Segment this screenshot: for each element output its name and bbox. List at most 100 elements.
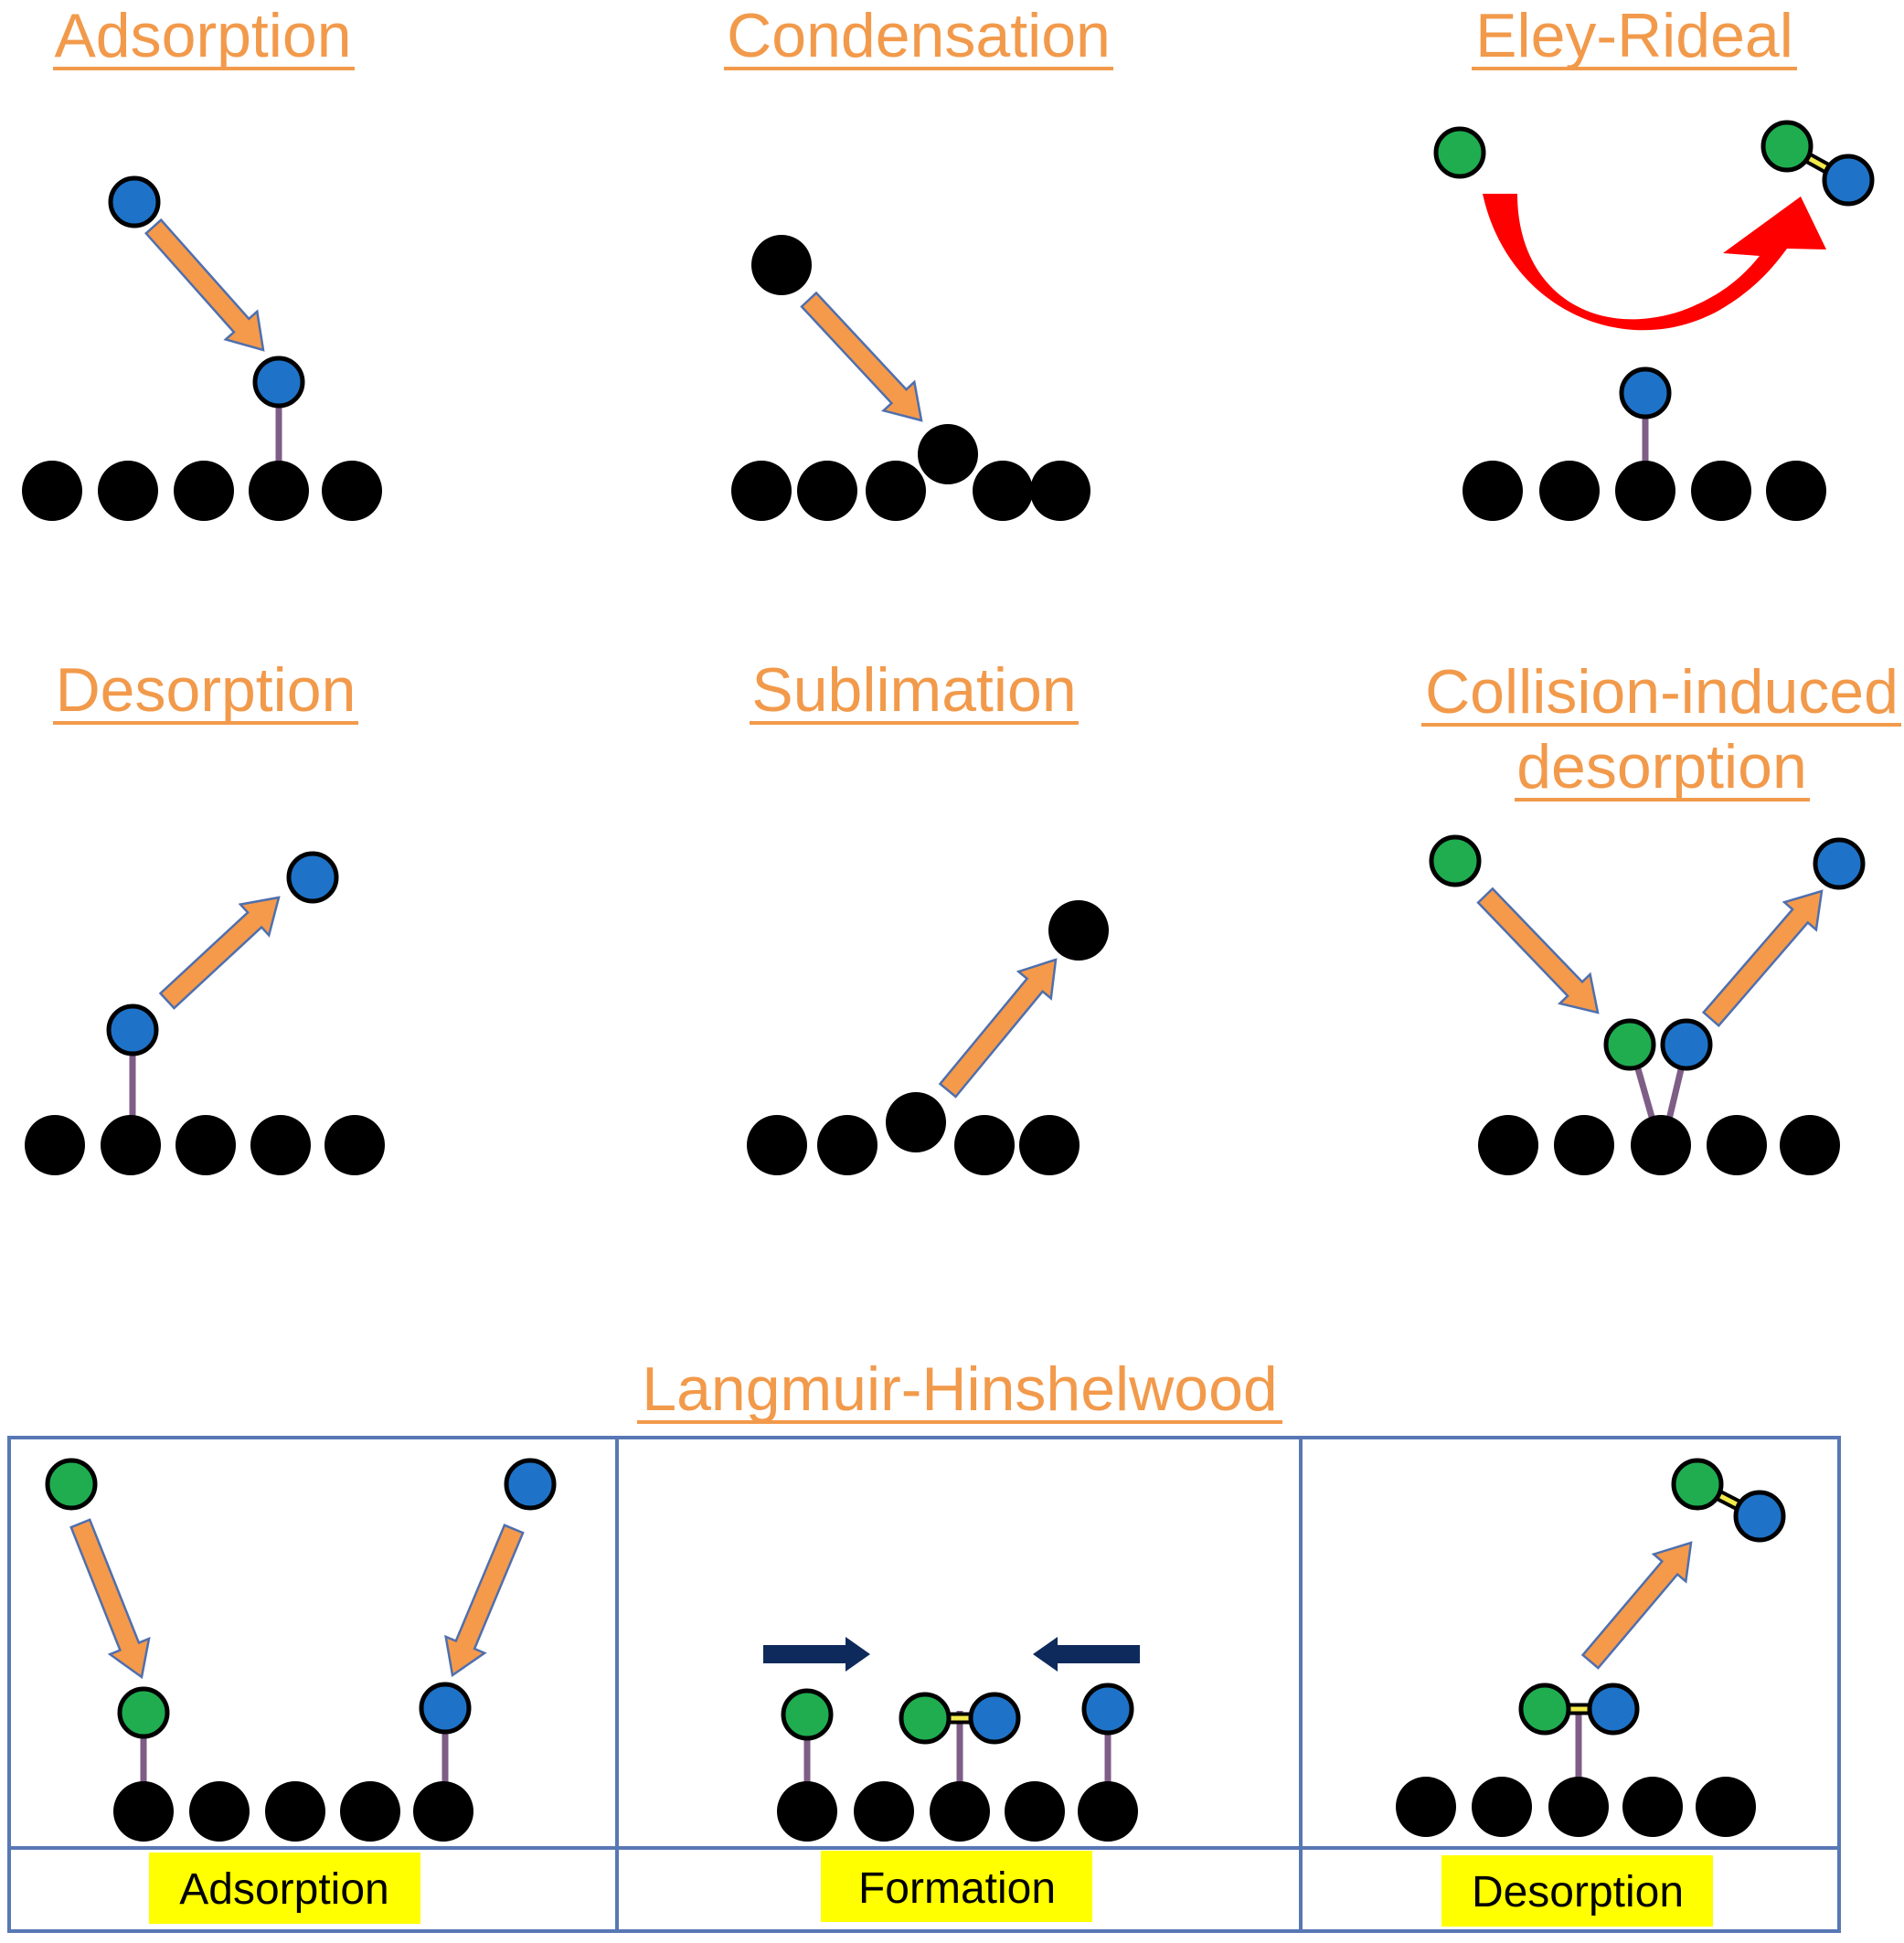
surface-atom — [1396, 1777, 1456, 1837]
lh-desorbed-molecule — [1671, 1458, 1786, 1543]
adsorption-title: Adsorption — [54, 1, 351, 70]
lh-desorption-blue-atom — [1587, 1683, 1640, 1736]
eley-rideal-incoming-atom — [1433, 126, 1486, 179]
surface-atom — [954, 1115, 1015, 1175]
adsorption-arrow — [144, 218, 265, 352]
eley-rideal-surface — [1463, 461, 1826, 521]
surface-atom — [1631, 1115, 1691, 1175]
desorption-arrow — [158, 896, 281, 1010]
lh-adsorption-label-highlight — [149, 1853, 420, 1924]
panel-adsorption: Adsorption — [22, 1, 382, 521]
surface-atom — [98, 461, 158, 521]
surface-atom — [1622, 1777, 1683, 1837]
surface-atom — [973, 461, 1033, 521]
surface-atom — [265, 1781, 325, 1842]
surface-atom — [1463, 461, 1523, 521]
collision-induced-title-line1: Collision-induced — [1425, 657, 1899, 727]
collision-incoming-atom — [1429, 834, 1482, 887]
collision-induced-title-line2: desorption — [1516, 732, 1807, 802]
lh-stage-formation: Formation — [763, 1637, 1140, 1922]
surface-atom — [1019, 1115, 1080, 1175]
block-arrow-shape — [1580, 1541, 1693, 1670]
surface-atom — [189, 1781, 250, 1842]
sublimation-leaving-atom — [1048, 900, 1109, 961]
block-arrow-shape — [1701, 889, 1824, 1027]
lh-formation-blue-atom — [1081, 1683, 1134, 1736]
surface-atom — [1548, 1777, 1609, 1837]
desorption-leaving-atom — [286, 851, 339, 904]
surface-atom — [747, 1115, 807, 1175]
eley-rideal-adsorbed-atom — [1619, 366, 1672, 419]
surface-atom — [1078, 1781, 1138, 1842]
lh-desorption-green-atom — [1518, 1683, 1571, 1736]
lh-desorption-label-highlight — [1441, 1855, 1713, 1927]
sublimation-arrow — [938, 958, 1058, 1099]
lh-stage-desorption: Desorption — [1396, 1458, 1786, 1927]
desorbed-blue-atom — [1733, 1490, 1786, 1543]
surface-atom — [113, 1781, 174, 1842]
surface-atom — [731, 461, 792, 521]
lh-adsorption-surface — [113, 1781, 473, 1842]
condensation-title: Condensation — [727, 1, 1111, 70]
eley-rideal-product-molecule — [1760, 120, 1875, 207]
panel-langmuir-hinshelwood: Langmuir-Hinshelwood — [7, 1354, 1841, 1933]
product-blue-atom — [1822, 154, 1875, 207]
product-green-atom — [1760, 120, 1814, 173]
desorption-title: Desorption — [56, 655, 356, 725]
surface-atom — [1472, 1777, 1532, 1837]
desorption-adsorbed-atom — [106, 1003, 159, 1056]
block-arrow-shape — [1476, 887, 1600, 1014]
lh-adsorption-right-arrow — [444, 1524, 525, 1678]
collision-surface — [1478, 1115, 1840, 1175]
surface-atom — [322, 461, 382, 521]
lh-frame — [7, 1436, 1841, 1933]
surface-atom — [1780, 1115, 1840, 1175]
drift-arrow-head — [846, 1637, 870, 1672]
surface-atom — [1554, 1115, 1614, 1175]
adsorption-adsorbed-atom — [252, 356, 305, 409]
lh-adsorbed-green-atom — [117, 1686, 170, 1739]
lh-incoming-green-atom — [45, 1458, 98, 1511]
panel-sublimation: Sublimation — [747, 655, 1109, 1175]
lh-outer-box — [7, 1436, 1841, 1933]
eley-rideal-curved-arrow — [1483, 194, 1826, 331]
condensation-incoming-atom — [751, 235, 812, 295]
block-arrow-shape — [158, 896, 281, 1010]
surface-atom — [1478, 1115, 1538, 1175]
surface-atom — [250, 1115, 311, 1175]
lh-desorption-arrow — [1580, 1541, 1693, 1670]
drift-arrow-shaft — [1056, 1645, 1140, 1663]
panel-desorption: Desorption — [25, 655, 385, 1175]
block-arrow-shape — [69, 1518, 151, 1680]
surface-atom — [797, 461, 857, 521]
adsorption-incoming-atom — [108, 175, 161, 228]
surface-atom — [174, 461, 234, 521]
surface-atom — [1539, 461, 1600, 521]
surface-atom — [176, 1115, 236, 1175]
desorbed-green-atom — [1671, 1458, 1724, 1511]
lh-formation-label-highlight — [821, 1851, 1092, 1922]
lh-drift-arrow-right — [763, 1637, 870, 1672]
drift-arrow-shaft — [763, 1645, 847, 1663]
adsorption-surface — [22, 461, 382, 521]
lh-formation-surface — [777, 1781, 1138, 1842]
lh-adsorbed-blue-atom — [419, 1682, 472, 1735]
sublimation-title: Sublimation — [751, 655, 1076, 725]
surface-atom — [340, 1781, 400, 1842]
block-arrow-shape — [800, 291, 923, 422]
lh-formation-label: Formation — [858, 1864, 1056, 1913]
condensation-surface — [731, 424, 1090, 521]
surface-atom — [25, 1115, 85, 1175]
collision-outgoing-arrow — [1701, 889, 1824, 1027]
lh-formation-pair-blue-atom — [968, 1692, 1021, 1745]
surface-atom — [777, 1781, 837, 1842]
drift-arrow-head — [1033, 1637, 1058, 1672]
surface-atom — [249, 461, 309, 521]
lh-adsorption-left-arrow — [69, 1518, 151, 1680]
surface-atom — [324, 1115, 385, 1175]
condensed-atom — [918, 424, 978, 484]
langmuir-hinshelwood-title: Langmuir-Hinshelwood — [642, 1354, 1277, 1424]
condensation-arrow — [800, 291, 923, 422]
sublimation-surface — [747, 1092, 1080, 1175]
collision-incoming-arrow — [1476, 887, 1600, 1014]
